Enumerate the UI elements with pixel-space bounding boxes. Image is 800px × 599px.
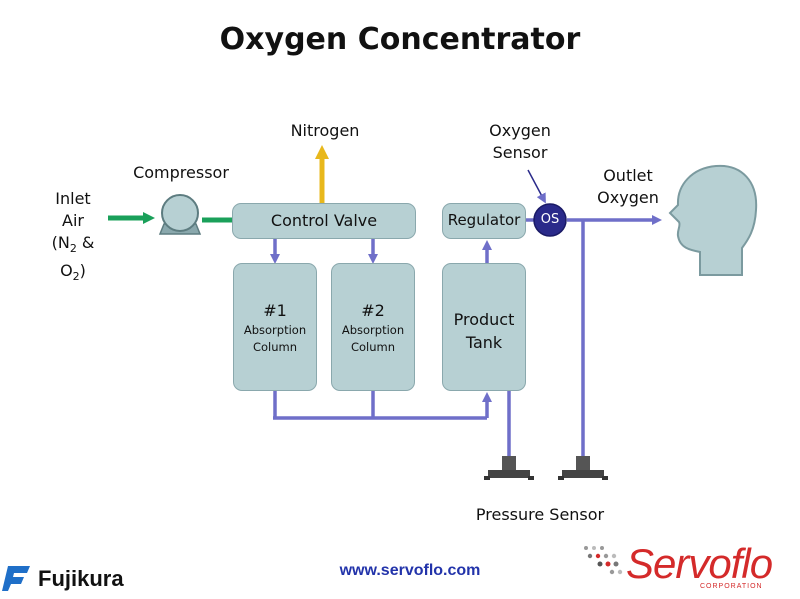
fujikura-logo-icon bbox=[2, 566, 30, 591]
column2-label-line2: Column bbox=[350, 340, 396, 354]
tank-label-line1: Product bbox=[453, 310, 515, 329]
oxygen-sensor-pointer bbox=[527, 169, 546, 204]
inlet-label-line1: Inlet bbox=[55, 189, 91, 208]
pressure-sensor-icon-1 bbox=[484, 456, 534, 480]
person-head-icon bbox=[668, 164, 758, 276]
servoflo-logo-subtext: CORPORATION bbox=[700, 583, 763, 590]
oxygen-sensor-label: Oxygen Sensor bbox=[478, 120, 562, 164]
absorption-column-2: #2 Absorption Column bbox=[331, 263, 415, 391]
column1-label-line2: Column bbox=[252, 340, 298, 354]
servoflo-dots-icon bbox=[584, 546, 623, 575]
outlet-line2: Oxygen bbox=[597, 188, 659, 207]
column2-number: #2 bbox=[361, 301, 385, 320]
os-label: OS bbox=[540, 212, 560, 227]
regulator-box: Regulator bbox=[442, 203, 526, 239]
servoflo-logo-text: Servoflo bbox=[626, 540, 773, 587]
inlet-air-label: Inlet Air (N2 & O2) bbox=[38, 188, 108, 288]
inlet-label-line3: (N2 & O2) bbox=[51, 233, 95, 284]
oxygen-sensor-line1: Oxygen bbox=[489, 121, 551, 140]
fujikura-logo-text: Fujikura bbox=[38, 566, 124, 591]
oxygen-sensor-line2: Sensor bbox=[492, 143, 548, 162]
pressure-sensor-icon-2 bbox=[558, 456, 608, 480]
page-title: Oxygen Concentrator bbox=[219, 22, 581, 57]
column1-number: #1 bbox=[263, 301, 287, 320]
absorption-column-1: #1 Absorption Column bbox=[233, 263, 317, 391]
column2-label-line1: Absorption bbox=[341, 323, 405, 337]
product-tank-box: Product Tank bbox=[442, 263, 526, 391]
inlet-label-line2: Air bbox=[62, 211, 84, 230]
control-valve-box: Control Valve bbox=[232, 203, 416, 239]
oxygen-sensor-node bbox=[533, 203, 567, 237]
tank-label-line2: Tank bbox=[465, 333, 503, 352]
nitrogen-label: Nitrogen bbox=[290, 121, 360, 140]
column1-label-line1: Absorption bbox=[243, 323, 307, 337]
pressure-sensor-label: Pressure Sensor bbox=[475, 505, 605, 524]
compressor-icon bbox=[158, 194, 202, 235]
servoflo-url-link[interactable]: www.servoflo.com bbox=[339, 562, 481, 579]
outlet-oxygen-label: Outlet Oxygen bbox=[588, 165, 668, 209]
outlet-line1: Outlet bbox=[603, 166, 653, 185]
compressor-label: Compressor bbox=[133, 163, 229, 182]
